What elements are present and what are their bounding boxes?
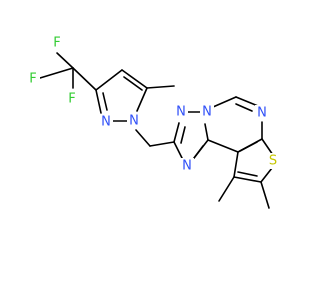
bond-n1-c5: [212, 96, 237, 108]
bond-c2-n3-double: [180, 126, 186, 144]
atom-f1-label: F: [53, 36, 60, 51]
atom-triazole-n3-label: N: [176, 105, 186, 120]
atom-pyrazole-n2-label: N: [101, 115, 111, 130]
atom-pyrimidine-n6-label: N: [257, 106, 267, 121]
atom-f1: F: [50, 35, 64, 51]
atom-pyrazole-n1-label: N: [129, 114, 139, 129]
atom-triazole-n4: N: [180, 158, 194, 174]
bond-ch2-c2: [149, 141, 175, 147]
bond-c9-c9a: [233, 151, 239, 178]
atom-triazole-n3: N: [174, 104, 188, 120]
atom-thiophene-s-label: S: [269, 154, 277, 169]
bond-c3-c4: [95, 69, 123, 91]
bond-c8-c9-double: [237, 171, 258, 177]
bond-c2-n3: [173, 122, 180, 143]
bond-c5-n6: [235, 96, 259, 107]
bond-n1-c9b: [204, 123, 209, 141]
bond-n1-ch2: [135, 129, 151, 147]
bond-s-c8: [260, 167, 273, 183]
bond-c5-n1: [136, 87, 148, 112]
bond-n2-c3-double: [102, 92, 108, 111]
bond-lines: [39, 52, 276, 209]
bond-c4-c5-double: [123, 76, 143, 91]
bond-c8-c9: [233, 176, 262, 183]
bond-cf3-f1: [56, 52, 74, 69]
atom-triazole-n1-label: N: [202, 105, 212, 120]
bond-c9b-n-double: [193, 145, 204, 159]
atom-triazole-n1: N: [200, 104, 214, 120]
atom-f2: F: [26, 71, 40, 87]
atom-labels: F F F N N N N N: [26, 35, 280, 174]
atom-f3-label: F: [68, 92, 75, 107]
bond-c9-methyl: [218, 176, 235, 202]
bond-c8-methyl: [260, 181, 270, 209]
atom-thiophene-s: S: [266, 153, 280, 169]
atom-f3: F: [65, 91, 79, 107]
bond-cf3-f2: [39, 67, 74, 79]
atom-pyrazole-n2: N: [99, 114, 113, 130]
bond-c5-methyl: [146, 85, 175, 89]
bond-c9a-c9b: [207, 139, 239, 153]
atom-f2-label: F: [29, 72, 36, 87]
bond-c4-c5: [121, 69, 148, 89]
bond-c6a-c9a-double: [239, 141, 258, 152]
bond-c5-n6-double: [235, 103, 253, 112]
atom-pyrimidine-n6: N: [255, 105, 269, 121]
bond-n-c2: [173, 141, 184, 161]
atom-triazole-n4-label: N: [182, 159, 192, 174]
atom-pyrazole-n1: N: [127, 113, 141, 129]
bond-n2-c3: [95, 89, 102, 114]
molecule-structure: F F F N N N N N: [26, 35, 280, 209]
bond-cf3-c3: [72, 67, 97, 91]
